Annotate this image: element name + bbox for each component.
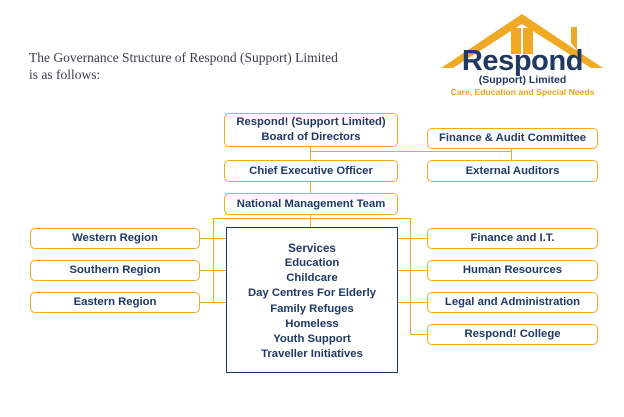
box-finance-and-it[interactable]: Finance and I.T. — [427, 228, 598, 249]
page-title: The Governance Structure of Respond (Sup… — [29, 50, 338, 82]
connector-services-to-right-bus — [397, 238, 411, 240]
connector-right-finance-it — [410, 238, 428, 240]
connector-left-bus-to-services-2 — [213, 270, 227, 272]
box-respond-college[interactable]: Respond! College — [427, 324, 598, 345]
box-finance-audit-committee[interactable]: Finance & Audit Committee — [427, 128, 598, 149]
connector-left-bus-to-services-3 — [213, 302, 227, 304]
connector-board-to-ceo — [310, 146, 312, 161]
connector-right-human-resources — [410, 270, 428, 272]
left-branch-bus — [213, 218, 215, 303]
distribution-bus — [213, 218, 411, 220]
box-southern-region[interactable]: Southern Region — [30, 260, 200, 281]
box-services[interactable]: Services Education Childcare Day Centres… — [226, 227, 398, 373]
connector-right-respond-college — [410, 334, 428, 336]
box-national-management-team[interactable]: National Management Team — [224, 193, 398, 215]
logo-wordmark: Respond — [461, 45, 584, 77]
connector-left-bus-to-services — [213, 238, 227, 240]
services-title: Services — [288, 242, 336, 255]
connector-ceo-to-nmt — [310, 182, 312, 194]
logo-roof-icon — [441, 14, 603, 68]
box-chief-executive-officer[interactable]: Chief Executive Officer — [224, 160, 398, 182]
connector-board-to-finance-audit — [310, 151, 512, 153]
box-external-auditors[interactable]: External Auditors — [427, 160, 598, 182]
connector-services-to-right-bus-3 — [397, 302, 411, 304]
connector-nmt-to-bus — [310, 215, 312, 229]
box-western-region[interactable]: Western Region — [30, 228, 200, 249]
connector-left-western — [200, 238, 214, 240]
connector-right-legal-admin — [410, 302, 428, 304]
box-eastern-region[interactable]: Eastern Region — [30, 292, 200, 313]
connector-services-to-right-bus-2 — [397, 270, 411, 272]
connector-finance-audit-to-external-auditors — [511, 148, 513, 161]
services-list: Education Childcare Day Centres For Elde… — [247, 257, 377, 361]
box-legal-and-administration[interactable]: Legal and Administration — [427, 292, 598, 313]
box-board-of-directors[interactable]: Respond! (Support Limited) Board of Dire… — [224, 113, 398, 147]
logo-subtitle: (Support) Limited — [478, 74, 567, 86]
connector-left-southern — [200, 270, 214, 272]
logo-tagline: Care, Education and Special Needs — [450, 87, 595, 97]
respond-logo: Respond (Support) Limited Care, Educatio… — [435, 6, 610, 101]
box-human-resources[interactable]: Human Resources — [427, 260, 598, 281]
connector-left-eastern — [200, 302, 214, 304]
right-branch-bus — [410, 218, 412, 335]
